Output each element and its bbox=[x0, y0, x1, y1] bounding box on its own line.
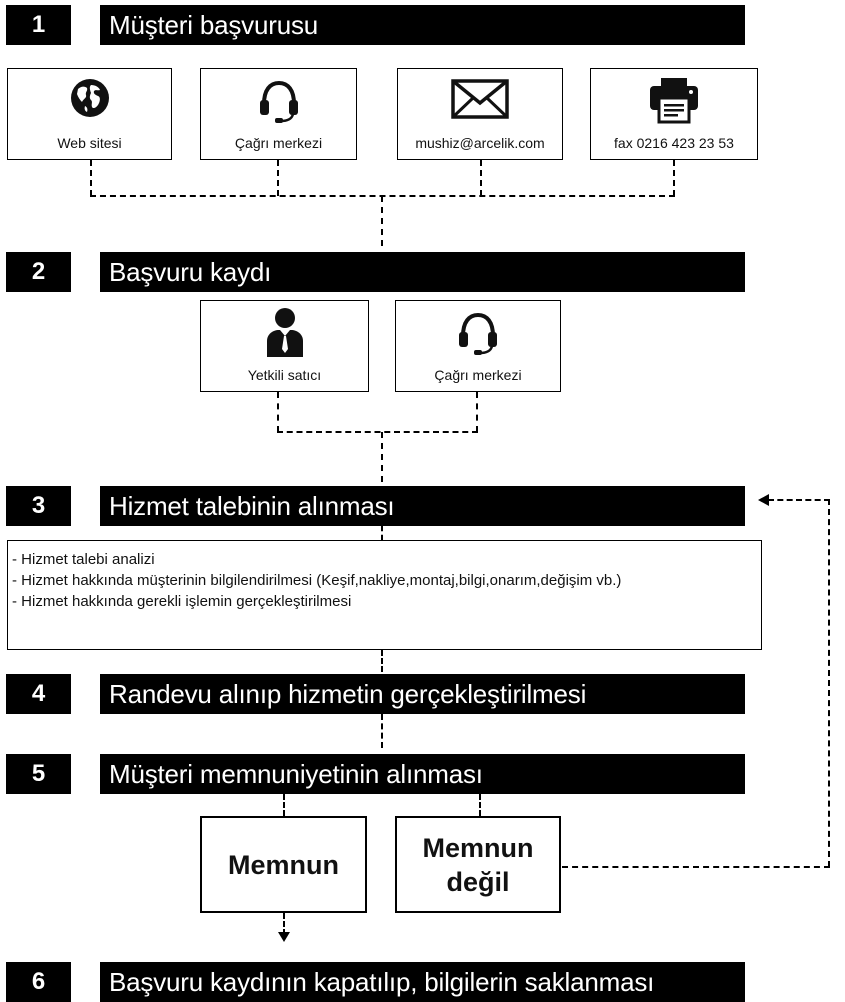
channel-label: Web sitesi bbox=[57, 135, 122, 151]
connector bbox=[381, 432, 383, 482]
step-3-title: Hizmet talebinin alınması bbox=[100, 486, 745, 526]
connector bbox=[673, 160, 675, 196]
registration-call-center: Çağrı merkezi bbox=[395, 300, 561, 392]
outcome-not-satisfied-line2: değil bbox=[446, 866, 510, 897]
registration-label: Yetkili satıcı bbox=[247, 367, 322, 383]
connector bbox=[476, 392, 478, 432]
outcome-satisfied: Memnun bbox=[200, 816, 367, 913]
connector bbox=[381, 714, 383, 748]
channel-email: mushiz@arcelik.com bbox=[397, 68, 563, 160]
connector bbox=[277, 160, 279, 196]
step-5-number: 5 bbox=[6, 754, 71, 794]
connector bbox=[479, 794, 481, 816]
connector bbox=[277, 392, 279, 432]
analysis-item: - Hizmet hakkında gerekli işlemin gerçek… bbox=[12, 593, 352, 610]
arrow-left-icon bbox=[758, 494, 770, 506]
envelope-icon bbox=[451, 79, 509, 119]
channel-call-center: Çağrı merkezi bbox=[200, 68, 357, 160]
feedback-connector bbox=[768, 499, 830, 501]
step-4-number: 4 bbox=[6, 674, 71, 714]
step-2-number: 2 bbox=[6, 252, 71, 292]
connector bbox=[90, 160, 92, 196]
connector bbox=[480, 160, 482, 196]
service-analysis-box: - Hizmet talebi analizi - Hizmet hakkınd… bbox=[7, 540, 762, 650]
headset-icon bbox=[455, 309, 501, 355]
step-3-number: 3 bbox=[6, 486, 71, 526]
globe-icon bbox=[69, 77, 111, 119]
outcome-not-satisfied-line1: Memnun bbox=[422, 832, 534, 863]
headset-icon bbox=[256, 77, 302, 123]
channel-label: Çağrı merkezi bbox=[234, 135, 323, 151]
feedback-connector bbox=[562, 866, 830, 868]
connector bbox=[283, 913, 285, 935]
step-6-number: 6 bbox=[6, 962, 71, 1002]
connector bbox=[381, 196, 383, 246]
registration-label: Çağrı merkezi bbox=[434, 367, 522, 383]
step-6-title: Başvuru kaydının kapatılıp, bilgilerin s… bbox=[100, 962, 745, 1002]
step-4-title: Randevu alınıp hizmetin gerçekleştirilme… bbox=[100, 674, 745, 714]
fax-icon bbox=[648, 76, 700, 124]
arrow-down-icon bbox=[278, 932, 290, 942]
connector bbox=[381, 526, 383, 540]
connector bbox=[277, 431, 478, 433]
step-5-title: Müşteri memnuniyetinin alınması bbox=[100, 754, 745, 794]
person-icon bbox=[265, 307, 305, 359]
step-1-title: Müşteri başvurusu bbox=[100, 5, 745, 45]
channel-label: mushiz@arcelik.com bbox=[415, 135, 545, 151]
analysis-item: - Hizmet talebi analizi bbox=[12, 551, 155, 568]
channel-label: fax 0216 423 23 53 bbox=[614, 135, 734, 151]
channel-web-site: Web sitesi bbox=[7, 68, 172, 160]
step-1-number: 1 bbox=[6, 5, 71, 45]
outcome-not-satisfied: Memnun değil bbox=[395, 816, 561, 913]
feedback-connector bbox=[828, 499, 830, 867]
registration-dealer: Yetkili satıcı bbox=[200, 300, 369, 392]
step-2-title: Başvuru kaydı bbox=[100, 252, 745, 292]
outcome-satisfied-label: Memnun bbox=[228, 849, 339, 880]
connector bbox=[283, 794, 285, 816]
analysis-item: - Hizmet hakkında müşterinin bilgilendir… bbox=[12, 572, 622, 589]
channel-fax: fax 0216 423 23 53 bbox=[590, 68, 758, 160]
connector bbox=[381, 650, 383, 672]
